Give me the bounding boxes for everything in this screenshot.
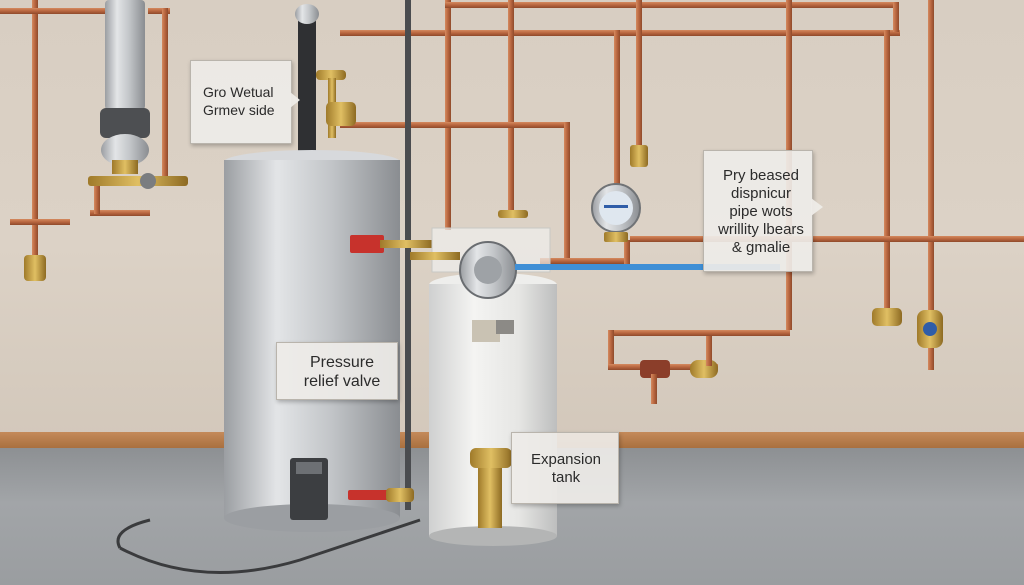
drain-hose xyxy=(119,518,421,574)
blue-supply-line xyxy=(515,264,780,270)
relief-valve-label: Pressure relief valve xyxy=(303,354,381,390)
vent-cap xyxy=(295,4,319,24)
top-left-callout: Gro Wetual Grmev side xyxy=(190,60,292,144)
top-left-callout-text: Gro Wetual Grmev side xyxy=(203,84,275,118)
relief-valve-callout: Pressure relief valve xyxy=(276,342,398,400)
water-heater xyxy=(224,150,432,532)
gas-line xyxy=(405,0,411,510)
expansion-tank-callout: Expansion tank xyxy=(511,432,619,504)
vent-pipe xyxy=(298,18,316,158)
right-callout-text: Pry beased dispnicur pipe wots wrillity … xyxy=(718,167,804,256)
expansion-tank-label: Expansion tank xyxy=(530,451,602,486)
top-left-callout-pointer xyxy=(290,92,300,108)
left-pipes xyxy=(0,0,188,281)
right-callout-pointer xyxy=(811,198,823,216)
right-callout: Pry beased dispnicur pipe wots wrillity … xyxy=(703,150,813,272)
right-pipes xyxy=(340,0,1024,404)
